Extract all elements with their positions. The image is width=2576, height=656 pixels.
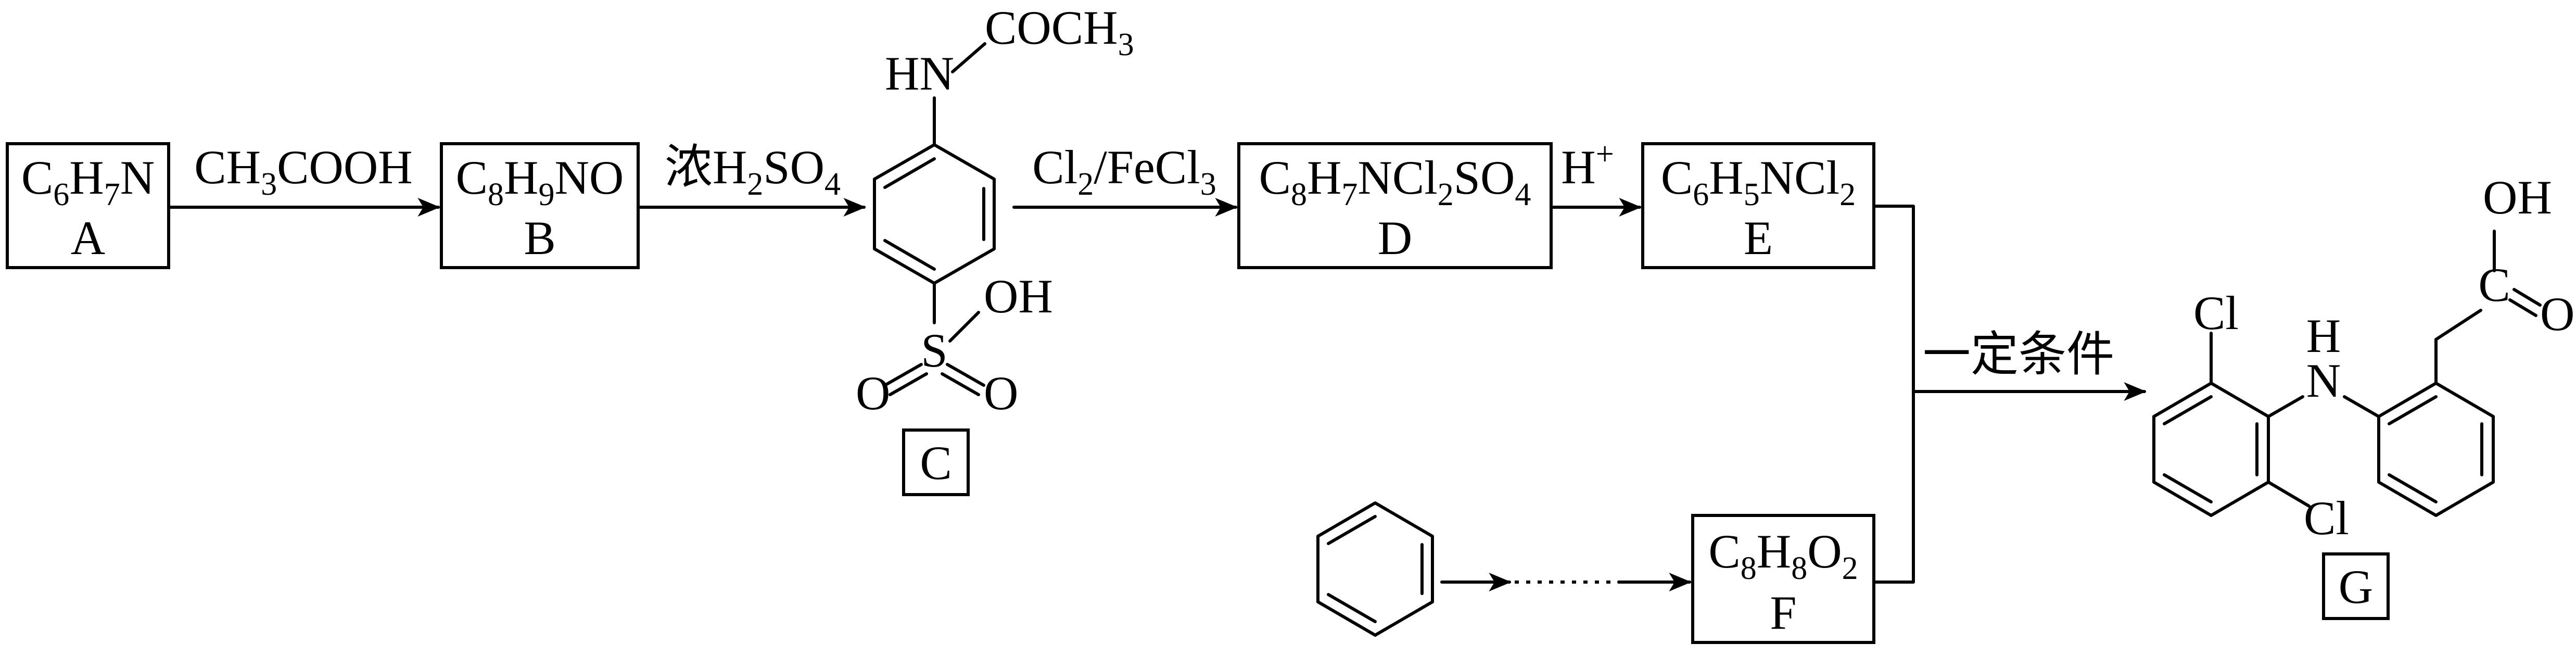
compound-g-label: G bbox=[2339, 560, 2373, 613]
compound-c-bond-n-acyl bbox=[951, 42, 986, 73]
condition-b-to-c: 浓H2SO4 bbox=[665, 141, 841, 202]
compound-g-right-ring bbox=[2377, 382, 2495, 517]
compound-g-nh-h: H bbox=[2306, 309, 2341, 362]
compound-g-left-double-3 bbox=[2163, 473, 2213, 503]
compound-a: C6H7N A bbox=[6, 142, 170, 269]
compound-g-bond-ch2-c bbox=[2434, 309, 2482, 341]
compound-g-bond-c-o-a bbox=[2512, 288, 2542, 307]
compound-c-amide-nh: HN bbox=[885, 47, 954, 100]
compound-g-structure: Cl Cl H N C OH O G bbox=[2152, 171, 2574, 620]
compound-g-bond-ring1-n bbox=[2267, 395, 2304, 418]
compound-c-ring-double-bond-2 bbox=[883, 157, 936, 189]
compound-d: C8H7NCl2SO4 D bbox=[1237, 142, 1553, 269]
benzene-double-bond-3 bbox=[1327, 593, 1377, 623]
condition-c-to-d: Cl2/FeCl3 bbox=[1032, 141, 1216, 202]
compound-c-bond-s-o1a bbox=[883, 363, 923, 387]
compound-b-formula: C8H9NO bbox=[456, 151, 624, 212]
compound-g-cl-top: Cl bbox=[2193, 286, 2239, 339]
condition-d-to-e: H+ bbox=[1561, 136, 1614, 194]
compound-c-structure: HN COCH3 S OH O O C bbox=[856, 1, 1134, 496]
compound-g-bond-cl-bottom bbox=[2267, 481, 2311, 508]
benzene-start bbox=[1316, 501, 1434, 637]
compound-c-oxygen-2: O bbox=[984, 367, 1018, 420]
compound-d-label: D bbox=[1378, 211, 1412, 264]
compound-e: C6H5NCl2 E bbox=[1641, 142, 1875, 269]
compound-a-label: A bbox=[71, 211, 105, 264]
compound-g-nh-n: N bbox=[2306, 354, 2341, 407]
compound-e-label: E bbox=[1744, 211, 1773, 264]
condition-a-to-b: CH3COOH bbox=[194, 141, 413, 202]
compound-g-label-box bbox=[2322, 552, 2390, 620]
compound-f-formula: C8H8O2 bbox=[1708, 525, 1858, 586]
benzene-double-bond-2 bbox=[1327, 515, 1377, 545]
compound-b: C8H9NO B bbox=[440, 142, 640, 269]
compound-a-formula: C6H7N bbox=[21, 151, 155, 212]
compound-c-label-box bbox=[902, 428, 970, 496]
compound-c-bond-s-o2b bbox=[941, 372, 980, 396]
compound-c-ring-double-bond-3 bbox=[883, 239, 936, 271]
compound-g-right-double-3 bbox=[2388, 473, 2438, 503]
compound-f: C8H8O2 F bbox=[1691, 514, 1875, 644]
compound-c-benzene-ring bbox=[873, 143, 996, 285]
compound-c-bond-s-oh bbox=[948, 311, 980, 343]
compound-f-box bbox=[1691, 514, 1875, 644]
compound-g-left-double-2 bbox=[2163, 395, 2213, 425]
compound-c-label: C bbox=[920, 436, 951, 489]
compound-d-formula: C8H7NCl2SO4 bbox=[1259, 151, 1531, 212]
compound-c-bond-s-o1b bbox=[889, 372, 928, 396]
compound-c-acyl: COCH3 bbox=[985, 1, 1134, 62]
compound-g-right-double-2 bbox=[2388, 395, 2438, 425]
compound-c-oxygen-1: O bbox=[856, 367, 890, 420]
bracket-e bbox=[1872, 205, 1915, 584]
benzene-ring bbox=[1316, 501, 1434, 637]
compound-c-bond-s-o2a bbox=[946, 363, 985, 387]
compound-g-carbonyl-o: O bbox=[2540, 287, 2574, 340]
compound-f-label: F bbox=[1770, 586, 1796, 639]
compound-c-oh: OH bbox=[984, 270, 1053, 323]
compound-c-sulfur: S bbox=[921, 324, 947, 377]
compound-g-cl-bottom: Cl bbox=[2304, 491, 2349, 545]
compound-g-bond-n-ring2 bbox=[2343, 395, 2380, 418]
compound-b-label: B bbox=[524, 211, 555, 264]
compound-e-formula: C6H5NCl2 bbox=[1661, 151, 1856, 212]
condition-to-g: 一定条件 bbox=[1923, 328, 2114, 381]
compound-g-oh: OH bbox=[2483, 171, 2552, 224]
compound-g-left-ring bbox=[2152, 382, 2270, 517]
compound-g-bond-c-o-b bbox=[2508, 298, 2537, 317]
